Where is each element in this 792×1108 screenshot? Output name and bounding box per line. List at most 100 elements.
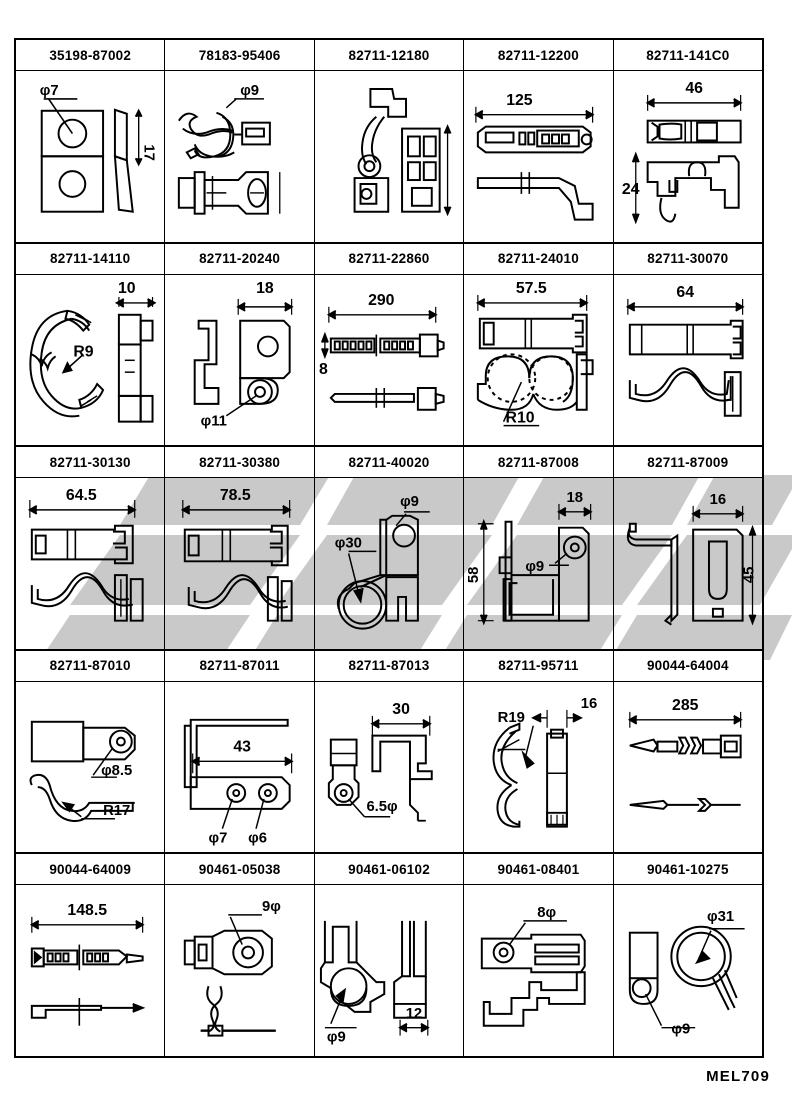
part-drawing-cell[interactable]: 9φ <box>165 885 315 1056</box>
part-drawing-cell[interactable]: 16 45 <box>614 478 762 649</box>
dimension-label: R9 <box>73 343 93 360</box>
part-number-header[interactable]: 90461-06102 <box>314 854 465 885</box>
part-number-header[interactable]: 82711-14110 <box>16 243 166 274</box>
part-drawing-cell[interactable] <box>315 71 465 242</box>
part-number-header[interactable]: 82711-30130 <box>16 447 166 478</box>
part-drawing-cell[interactable]: φ8.5 R17 <box>16 681 166 853</box>
part-number-header[interactable]: 82711-30070 <box>613 243 763 274</box>
dimension-label: φ9 <box>327 1030 346 1046</box>
part-drawing-cell[interactable]: 8φ <box>464 885 614 1056</box>
dimension-label: 43 <box>234 738 252 755</box>
part-number-header[interactable]: 82711-22860 <box>314 243 465 274</box>
dimension-label: 30 <box>392 701 410 718</box>
dimension-label: 285 <box>672 697 699 714</box>
dimension-label: φ9 <box>400 494 419 510</box>
dimension-label: φ11 <box>201 413 227 429</box>
part-number-header[interactable]: 82711-95711 <box>464 650 614 681</box>
part-number-header[interactable]: 78183-95406 <box>165 40 315 70</box>
dimension-label: φ31 <box>707 909 734 925</box>
row-header: 82711-14110 82711-20240 82711-22860 8271… <box>16 243 763 274</box>
sheet-code-footer: MEL709 <box>706 1068 770 1085</box>
part-drawing-cell[interactable]: 78.5 <box>165 478 315 649</box>
dimension-label: 16 <box>581 696 598 712</box>
dimension-label: 18 <box>257 280 275 297</box>
part-number-header[interactable]: 82711-12180 <box>314 40 465 70</box>
part-drawing-cell[interactable]: 10 R9 <box>16 274 166 446</box>
part-number-header[interactable]: 90044-64004 <box>613 650 763 681</box>
part-number-header[interactable]: 82711-87013 <box>314 650 465 681</box>
dimension-label: R10 <box>506 409 535 426</box>
part-drawing-cell[interactable]: 64 <box>614 275 762 446</box>
part-drawing-cell[interactable]: R19 16 <box>464 681 614 853</box>
part-number-header[interactable]: 82711-40020 <box>314 447 465 478</box>
dimension-label: 8 <box>319 361 328 378</box>
dimension-label: 24 <box>622 181 640 198</box>
part-drawing-cell[interactable]: φ9 φ30 <box>315 478 465 649</box>
dimension-label: 290 <box>368 291 395 308</box>
part-drawing-cell[interactable]: 46 24 <box>614 71 762 242</box>
dimension-label: 64 <box>676 284 694 301</box>
table-row: 82711-14110 82711-20240 82711-22860 8271… <box>16 241 763 446</box>
dimension-label: 78.5 <box>220 487 251 504</box>
part-drawing-cell[interactable]: φ31 φ9 <box>614 885 762 1056</box>
dimension-label: 64.5 <box>66 487 97 504</box>
dimension-label: 12 <box>406 1006 423 1022</box>
table-row: 82711-30130 82711-30380 82711-40020 8271… <box>16 445 763 649</box>
dimension-label: 8φ <box>537 905 556 921</box>
row-header: 82711-30130 82711-30380 82711-40020 8271… <box>16 447 763 478</box>
part-number-header[interactable]: 90461-05038 <box>165 854 315 885</box>
dimension-label: 10 <box>118 280 136 297</box>
dimension-label: 16 <box>709 492 726 508</box>
part-number-header[interactable]: 82711-87009 <box>613 447 763 478</box>
part-number-header[interactable]: 82711-20240 <box>165 243 315 274</box>
part-drawing-cell[interactable]: 64.5 <box>16 478 166 649</box>
part-drawing-cell[interactable]: 148.5 <box>16 885 166 1056</box>
part-drawing-cell[interactable]: φ9 12 <box>315 885 465 1056</box>
part-drawing-cell[interactable]: 30 6.5φ <box>315 681 465 853</box>
row-header: 90044-64009 90461-05038 90461-06102 9046… <box>16 854 763 885</box>
part-number-header[interactable]: 90461-08401 <box>464 854 614 885</box>
dimension-label: φ9 <box>241 83 260 99</box>
part-number-header[interactable]: 82711-87010 <box>16 650 166 681</box>
dimension-label: φ7 <box>40 83 59 99</box>
part-drawing-cell[interactable]: φ9 <box>165 71 315 242</box>
dimension-label: 9φ <box>262 899 281 915</box>
part-number-header[interactable]: 82711-87011 <box>165 650 315 681</box>
dimension-label: 6.5φ <box>366 799 398 815</box>
part-number-header[interactable]: 82711-87008 <box>464 447 614 478</box>
dimension-label: 148.5 <box>67 902 107 919</box>
row-header: 35198-87002 78183-95406 82711-12180 8271… <box>16 40 763 70</box>
part-drawing-cell[interactable]: 18 φ11 <box>165 274 315 446</box>
dimension-label: R19 <box>498 710 525 726</box>
part-number-header[interactable]: 82711-30380 <box>165 447 315 478</box>
part-number-header[interactable]: 35198-87002 <box>16 40 166 70</box>
dimension-label: 125 <box>506 92 533 109</box>
dimension-label: 17 <box>141 144 157 161</box>
part-number-header[interactable]: 90044-64009 <box>16 854 166 885</box>
table-row: 90044-64009 90461-05038 90461-06102 9046… <box>16 852 763 1056</box>
dimension-label: 46 <box>685 80 703 97</box>
part-drawing-cell[interactable]: 57.5 R10 <box>464 274 614 446</box>
part-number-header[interactable]: 90461-10275 <box>613 854 763 885</box>
part-drawing-cell[interactable]: 43 φ7 φ6 <box>165 681 315 853</box>
dimension-label: R17 <box>103 803 130 819</box>
part-drawing-cell[interactable]: φ7 17 <box>16 71 166 242</box>
table-row: 82711-87010 82711-87011 82711-87013 8271… <box>16 648 763 853</box>
part-number-header[interactable]: 82711-24010 <box>464 243 614 274</box>
dimension-label: φ9 <box>526 559 545 575</box>
row-header: 82711-87010 82711-87011 82711-87013 8271… <box>16 650 763 681</box>
dimension-label: 18 <box>567 490 584 506</box>
part-number-header[interactable]: 82711-141C0 <box>613 40 763 70</box>
part-number-header[interactable]: 82711-12200 <box>464 40 614 70</box>
dimension-label: φ9 <box>671 1022 690 1038</box>
table-row: 35198-87002 78183-95406 82711-12180 8271… <box>16 40 763 242</box>
part-drawing-cell[interactable]: 125 <box>464 71 614 242</box>
dimension-label: φ30 <box>335 536 362 552</box>
parts-table: 35198-87002 78183-95406 82711-12180 8271… <box>14 38 764 1058</box>
part-drawing-cell[interactable]: 285 <box>614 682 762 853</box>
part-drawing-cell[interactable]: 290 8 <box>315 274 465 446</box>
dimension-label: 58 <box>466 567 482 584</box>
dimension-label: 45 <box>741 567 757 584</box>
part-drawing-cell[interactable]: 58 φ9 18 <box>464 478 614 649</box>
dimension-label: φ7 <box>209 830 228 846</box>
